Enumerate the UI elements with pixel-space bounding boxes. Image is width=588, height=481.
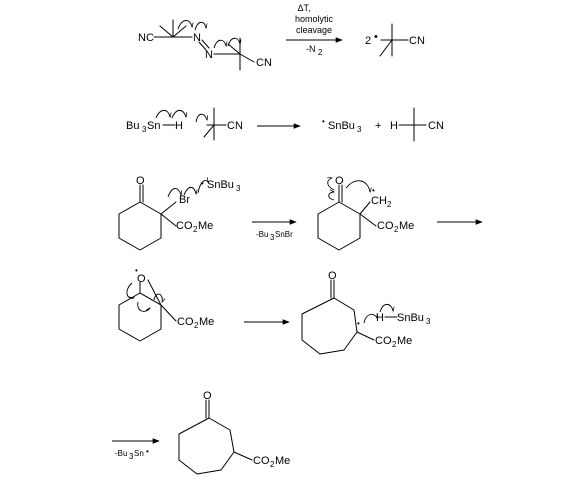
svg-text:3: 3 — [270, 233, 275, 242]
svg-text:•: • — [201, 179, 204, 188]
primary-radical-intermediate: O CH 2 • CO 2 Me — [317, 175, 414, 251]
tributyltin-hydride: Bu 3 Sn H — [126, 109, 186, 134]
coefficient-two: 2 — [365, 35, 371, 47]
svg-text:CO: CO — [177, 316, 194, 328]
svg-text:Me: Me — [397, 335, 412, 347]
svg-text:2: 2 — [387, 200, 392, 209]
radical-product-row1: 2 • CN — [365, 23, 425, 57]
svg-text:SnBu: SnBu — [207, 179, 234, 191]
svg-text:-Bu: -Bu — [256, 230, 268, 239]
product1-cn: CN — [409, 35, 425, 47]
radical-dot-1: • — [374, 31, 378, 43]
svg-text:CO: CO — [377, 220, 394, 232]
reagent-n2-sub: 2 — [318, 48, 323, 57]
nitrile-label-right: CN — [256, 57, 272, 69]
ketone-o: O — [136, 175, 145, 187]
ring-expanded-radical: O • CO 2 Me H SnBu 3 — [301, 270, 431, 355]
svg-text:2: 2 — [392, 340, 397, 349]
svg-text:2: 2 — [270, 460, 275, 469]
cycloheptanone-ester-product: O CO 2 Me — [178, 390, 290, 475]
hydride-h: H — [175, 120, 183, 132]
svg-text:Me: Me — [198, 220, 213, 232]
svg-text:O: O — [328, 270, 337, 282]
cyanopropyl-radical: CN — [195, 107, 243, 141]
svg-text:•: • — [146, 447, 149, 456]
step3-arrow: -Bu 3 SnBr — [252, 219, 297, 242]
plus-sign: + — [375, 120, 381, 132]
svg-text:3: 3 — [236, 184, 241, 193]
svg-text:•: • — [357, 319, 360, 328]
svg-text:•: • — [372, 186, 375, 195]
svg-text:Me: Me — [275, 455, 290, 467]
svg-text:CO: CO — [176, 220, 193, 232]
svg-text:H: H — [390, 120, 398, 132]
svg-text:CO: CO — [375, 335, 392, 347]
svg-text:3: 3 — [426, 317, 431, 326]
radical-cn: CN — [227, 120, 243, 132]
reagent-minus-n2: -N — [306, 44, 316, 54]
svg-text:3: 3 — [357, 125, 362, 134]
svg-text:SnBu: SnBu — [397, 312, 424, 324]
svg-text:O: O — [335, 175, 344, 187]
svg-text:CH: CH — [371, 195, 387, 207]
svg-text:-Bu: -Bu — [115, 449, 127, 458]
svg-text:•: • — [322, 117, 325, 126]
svg-text:SnBu: SnBu — [328, 120, 355, 132]
step1-arrow: ΔT, homolytic cleavage -N 2 — [286, 3, 343, 57]
aibn-molecule: NC N N CN — [138, 19, 272, 71]
svg-text:O: O — [137, 273, 146, 285]
svg-text:•: • — [135, 266, 138, 275]
svg-text:SnBr: SnBr — [275, 230, 293, 239]
reagent-heat: ΔT, — [297, 3, 310, 13]
azo-n1: N — [193, 32, 201, 44]
svg-text:2: 2 — [193, 225, 198, 234]
tin-radical-product: • SnBu 3 + H CN — [322, 107, 444, 142]
bromine-label: Br — [179, 194, 190, 206]
svg-text:Me: Me — [199, 316, 214, 328]
nitrile-label-left: NC — [138, 32, 154, 44]
reagent-cleavage: cleavage — [296, 25, 332, 35]
svg-text:Bu: Bu — [126, 120, 139, 132]
svg-text:2: 2 — [194, 321, 199, 330]
azo-n2: N — [205, 49, 213, 61]
cyclopropyloxy-radical: O • CO 2 Me — [118, 266, 214, 342]
svg-text:CN: CN — [428, 120, 444, 132]
bromomethyl-ketoester: O Br CO 2 Me • SnBu 3 — [118, 175, 241, 251]
svg-text:3: 3 — [129, 452, 134, 461]
svg-text:Me: Me — [399, 220, 414, 232]
reagent-homolytic: homolytic — [295, 14, 334, 24]
svg-text:2: 2 — [394, 225, 399, 234]
svg-text:O: O — [203, 390, 212, 402]
svg-text:Sn: Sn — [147, 120, 160, 132]
svg-text:H: H — [376, 312, 384, 324]
svg-text:CO: CO — [253, 455, 270, 467]
svg-text:3: 3 — [142, 125, 147, 134]
step6-arrow: -Bu 3 Sn • — [112, 438, 160, 461]
svg-text:Sn: Sn — [134, 449, 144, 458]
